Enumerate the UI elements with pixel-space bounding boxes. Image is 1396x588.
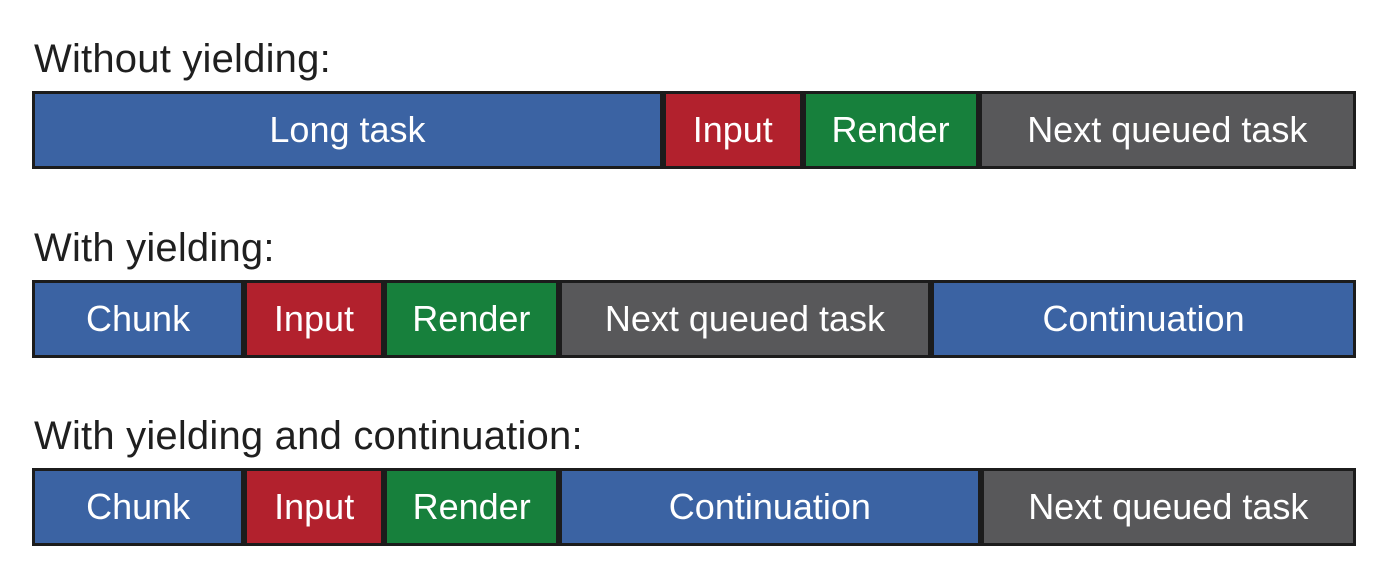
segment-input: Input: [244, 468, 385, 546]
segment-render: Render: [802, 91, 979, 169]
segment-label: Input: [692, 109, 773, 150]
segment-label: Input: [274, 486, 355, 527]
segment-label: Render: [412, 298, 531, 339]
segment-next-queued-task: Next queued task: [558, 280, 932, 358]
segment-chunk: Chunk: [32, 468, 245, 546]
segment-long-task: Long task: [32, 91, 663, 169]
segment-label: Continuation: [668, 486, 871, 527]
segment-label: Chunk: [86, 298, 191, 339]
diagram-row-without-yielding: Without yielding: Long task Input Render Ne…: [32, 36, 1356, 169]
segment-render: Render: [383, 280, 559, 358]
segment-label: Input: [273, 298, 354, 339]
diagram-row-with-yielding: With yielding: Chunk Input Render Next queu…: [32, 225, 1356, 358]
segment-label: Next queued task: [1027, 109, 1308, 150]
task-bar-without-yielding: Long task Input Render Next queued task: [32, 91, 1356, 169]
segment-continuation: Continuation: [931, 280, 1356, 358]
segment-input: Input: [244, 280, 384, 358]
segment-continuation: Continuation: [559, 468, 981, 546]
segment-label: Continuation: [1042, 298, 1245, 339]
segment-render: Render: [384, 468, 560, 546]
diagram-row-with-yielding-and-continuation: With yielding and continuation: Chunk Inp…: [32, 413, 1356, 546]
task-bar-with-yielding: Chunk Input Render Next queued task Continua…: [32, 280, 1356, 358]
segment-chunk: Chunk: [32, 280, 245, 358]
segment-label: Next queued task: [604, 298, 886, 339]
segment-next-queued-task: Next queued task: [978, 91, 1356, 169]
task-bar-with-yielding-and-continuation: Chunk Input Render Continuation Next queued …: [32, 468, 1356, 546]
segment-next-queued-task: Next queued task: [980, 468, 1356, 546]
segment-label: Long task: [269, 109, 426, 150]
row-label-with-yielding-and-continuation: With yielding and continuation:: [34, 414, 583, 458]
segment-label: Chunk: [86, 486, 191, 527]
segment-input: Input: [662, 91, 803, 169]
segment-label: Render: [412, 486, 531, 527]
segment-label: Next queued task: [1028, 486, 1309, 527]
row-label-without-yielding: Without yielding:: [34, 37, 331, 81]
segment-label: Render: [831, 109, 950, 150]
row-label-with-yielding: With yielding:: [34, 226, 275, 270]
